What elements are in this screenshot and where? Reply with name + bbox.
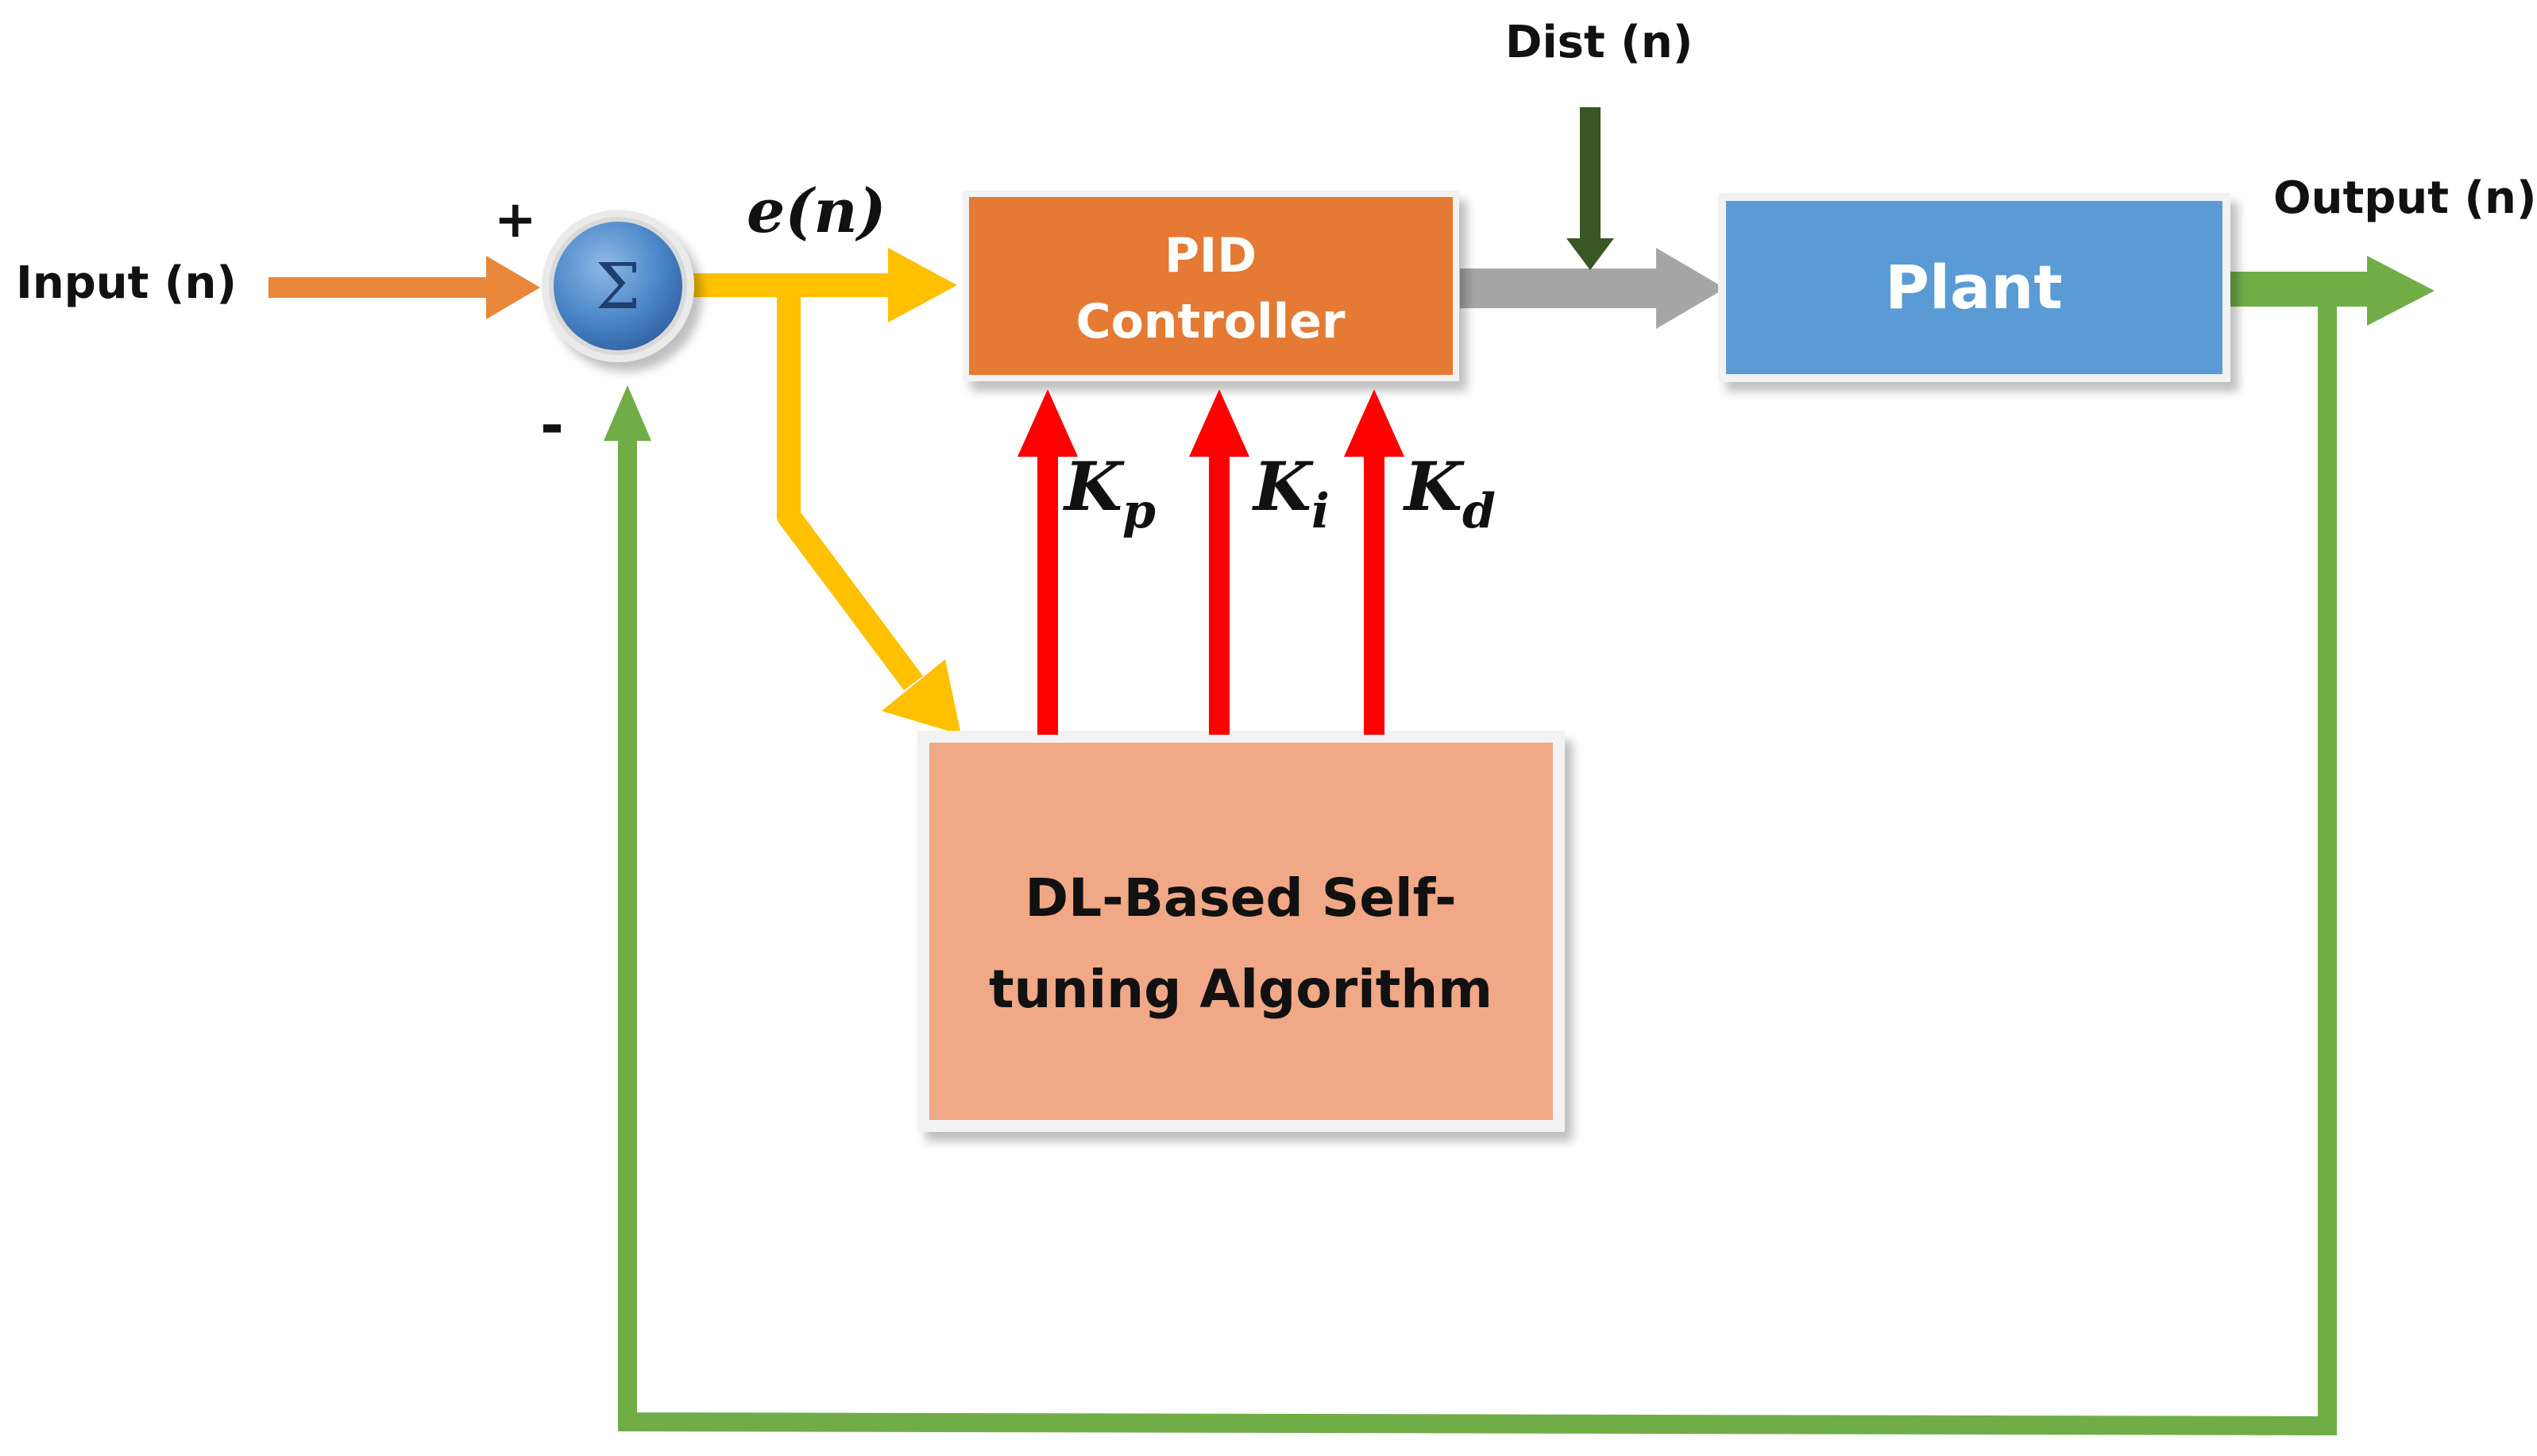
error-branch-line bbox=[777, 286, 924, 690]
kp-base: K bbox=[1063, 447, 1125, 526]
plant-label: Plant bbox=[1885, 252, 2062, 322]
ki-label: Ki bbox=[1252, 447, 1330, 539]
input-label: Input (n) bbox=[16, 257, 237, 309]
disturbance-arrow bbox=[1566, 107, 1614, 270]
error-arg: (n) bbox=[785, 176, 886, 246]
sigma-symbol: Σ bbox=[596, 249, 641, 323]
dl-label-line2: tuning Algorithm bbox=[989, 959, 1492, 1020]
kd-arrow bbox=[1344, 389, 1404, 735]
ki-sub: i bbox=[1311, 484, 1330, 539]
feedback-line bbox=[618, 306, 2337, 1436]
kd-label: Kd bbox=[1403, 447, 1496, 539]
error-label: e(n) bbox=[747, 176, 886, 246]
feedback-path bbox=[604, 306, 2337, 1436]
dl-tuning-block: DL-Based Self- tuning Algorithm bbox=[917, 731, 1565, 1132]
pid-label-line2: Controller bbox=[1076, 294, 1346, 350]
plant-block: Plant bbox=[1718, 193, 2230, 382]
gain-arrows bbox=[1018, 389, 1404, 735]
error-branch-arrowhead bbox=[882, 659, 961, 735]
disturbance-label: Dist (n) bbox=[1505, 17, 1693, 68]
dl-label-line1: DL-Based Self- bbox=[1025, 867, 1456, 929]
feedback-arrowhead bbox=[604, 385, 651, 441]
output-label: Output (n) bbox=[2273, 172, 2537, 224]
control-signal-arrow bbox=[1460, 248, 1725, 329]
error-var: e bbox=[747, 176, 785, 246]
ki-arrow bbox=[1189, 389, 1249, 735]
kd-base: K bbox=[1403, 447, 1465, 526]
output-arrow bbox=[2220, 256, 2435, 326]
error-path bbox=[685, 248, 961, 735]
pid-label-line1: PID bbox=[1164, 228, 1257, 284]
kp-sub: p bbox=[1122, 484, 1156, 539]
plus-sign: + bbox=[494, 191, 537, 249]
minus-sign: - bbox=[540, 392, 564, 458]
pid-controller-block: PID Controller bbox=[963, 191, 1459, 381]
input-arrow bbox=[268, 256, 540, 319]
kp-label: Kp bbox=[1063, 447, 1156, 539]
kp-arrow bbox=[1018, 389, 1078, 735]
summing-junction: Σ bbox=[542, 210, 694, 362]
ki-base: K bbox=[1252, 447, 1314, 526]
kd-sub: d bbox=[1462, 484, 1496, 539]
